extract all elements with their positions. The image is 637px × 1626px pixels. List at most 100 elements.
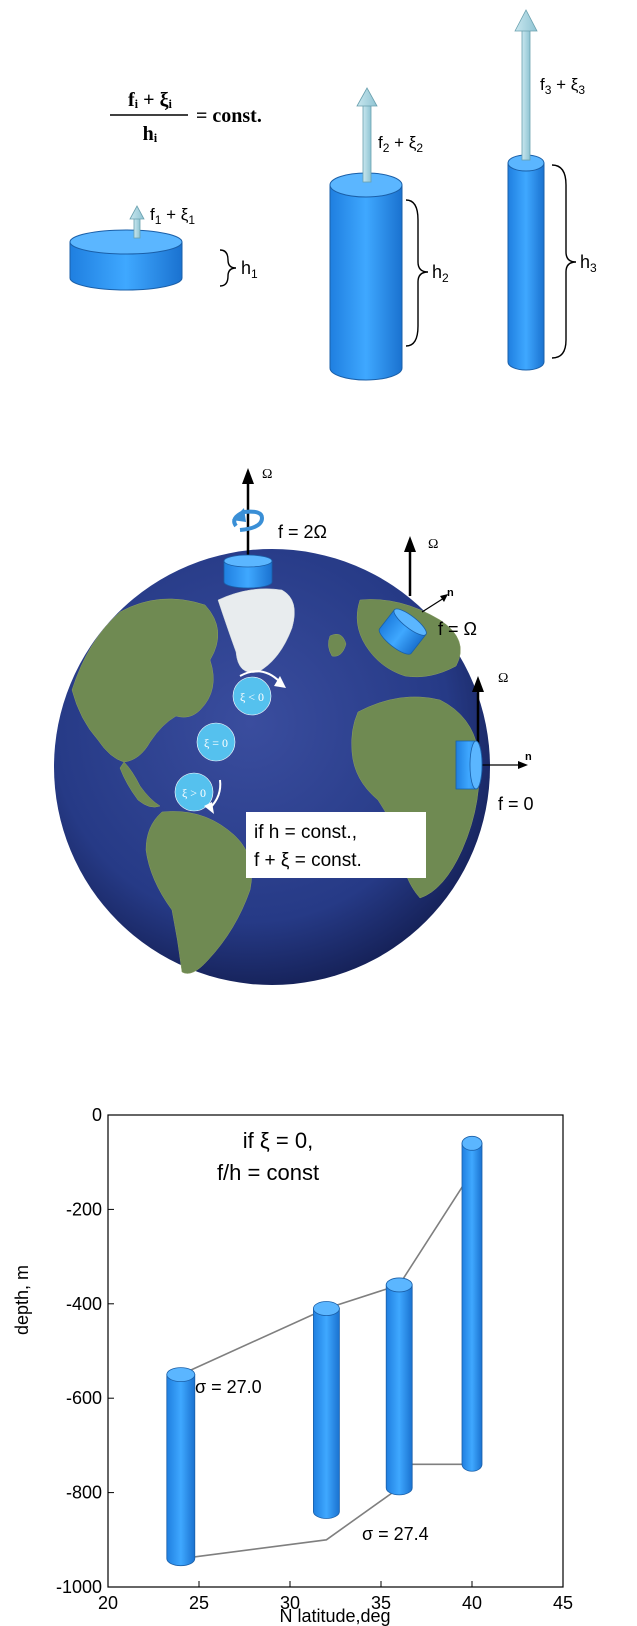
column-body (313, 1308, 340, 1519)
y-tick-label: -600 (66, 1388, 102, 1408)
disk-top (69, 229, 183, 255)
arrow-up-icon (472, 676, 484, 692)
arrow-up-icon (356, 87, 378, 183)
x-axis: 20 25 30 35 40 45 (98, 1581, 573, 1613)
column-1: f1 + ξ1 h1 (69, 205, 258, 291)
x-tick-label: 20 (98, 1593, 118, 1613)
tilted-cylinder (378, 608, 427, 655)
south-america (145, 811, 252, 974)
midlatitude-column: Ω n f = Ω (378, 536, 477, 655)
water-column (385, 1277, 413, 1496)
isopycnal-label-27-0: σ = 27.0 (195, 1377, 262, 1397)
y-axis: 0 -200 -400 -600 -800 -1000 (56, 1105, 114, 1597)
x-tick-label: 30 (280, 1593, 300, 1613)
column-body (385, 1284, 413, 1496)
height-label-2: h2 (432, 262, 449, 285)
height-brace (405, 199, 429, 347)
isopycnal-line (180, 1171, 473, 1376)
column-body (461, 1142, 483, 1472)
vortex-xi-positive: ξ > 0 (174, 772, 222, 814)
x-tick-label: 25 (189, 1593, 209, 1613)
equation-rhs: = const. (196, 105, 262, 127)
normal-vector (421, 597, 445, 613)
equation-denominator: hᵢ (143, 123, 158, 145)
omega-label-pole: Ω (262, 467, 272, 482)
arrow-up-icon (514, 9, 538, 161)
equator-column: Ω n f = 0 (455, 671, 534, 814)
disk-body (69, 241, 183, 291)
vortex-xi-negative: ξ < 0 (232, 670, 286, 716)
sideways-cylinder (455, 740, 483, 790)
f-equator-label: f = 0 (498, 794, 534, 814)
arrow-up-icon (129, 205, 145, 239)
pv-equation: fᵢ + ξᵢ hᵢ = const. (110, 89, 262, 145)
y-tick-label: -800 (66, 1483, 102, 1503)
f-pole-label: f = 2Ω (278, 522, 327, 542)
central-america (119, 761, 161, 808)
note-line-1: if h = const., (254, 822, 357, 843)
rotation-arrow-icon (232, 508, 265, 532)
continents (71, 588, 480, 974)
cylinder-body (507, 162, 545, 371)
y-tick-label: -400 (66, 1294, 102, 1314)
british-isles (328, 634, 347, 657)
panel-1-vortex-columns: fᵢ + ξᵢ hᵢ = const. f1 + ξ1 h1 (69, 9, 597, 381)
column-body (166, 1374, 196, 1567)
x-tick-label: 40 (462, 1593, 482, 1613)
xi-negative-label: ξ < 0 (240, 690, 264, 704)
vorticity-label-2: f2 + ξ2 (378, 133, 423, 155)
column-top (166, 1367, 196, 1382)
plot-frame (107, 1114, 564, 1588)
chart-annotation-line-2: f/h = const (217, 1160, 319, 1185)
f-mid-label: f = Ω (438, 619, 477, 639)
constant-h-note: if h = const., f + ξ = const. (246, 812, 426, 878)
height-label-3: h3 (580, 252, 597, 275)
normal-label-equator: n (525, 751, 532, 763)
column-3: f3 + ξ3 h3 (507, 9, 597, 371)
y-axis-label: depth, m (12, 1265, 32, 1335)
omega-label-equator: Ω (498, 671, 508, 686)
greenland (217, 588, 295, 673)
note-box (246, 812, 426, 878)
water-column (166, 1367, 196, 1567)
note-line-2: f + ξ = const. (254, 850, 362, 871)
column-top (312, 1301, 340, 1316)
arrow-up-icon (242, 468, 254, 484)
panel-3-depth-chart: 20 25 30 35 40 45 0 -200 -400 -600 -800 -1000 σ = … (12, 1105, 573, 1626)
column-top (385, 1277, 413, 1293)
column-marks (166, 1135, 483, 1567)
y-tick-label: -200 (66, 1199, 102, 1219)
cylinder-body (329, 184, 403, 381)
cylinder-body (223, 560, 273, 589)
xi-zero-label: ξ = 0 (204, 736, 228, 750)
panel-2-globe: ξ < 0 ξ = 0 ξ > 0 if h = const., f + ξ =… (54, 467, 534, 985)
y-tick-label: -1000 (56, 1577, 102, 1597)
chart-annotation-line-1: if ξ = 0, (243, 1128, 313, 1153)
rotation-arrow-icon (239, 670, 281, 683)
height-brace (219, 249, 237, 287)
cylinder-top (223, 554, 273, 568)
omega-label-mid: Ω (428, 537, 438, 552)
water-column (461, 1135, 483, 1472)
x-tick-label: 45 (553, 1593, 573, 1613)
vorticity-label-3: f3 + ξ3 (540, 75, 585, 97)
vortex-xi-zero: ξ = 0 (196, 722, 236, 762)
column-top (461, 1135, 483, 1151)
height-brace (551, 164, 577, 359)
normal-label-mid: n (447, 587, 454, 599)
pole-column: Ω f = 2Ω (223, 467, 327, 589)
xi-positive-label: ξ > 0 (182, 786, 206, 800)
africa (351, 696, 480, 899)
x-axis-label: N latitude,deg (279, 1606, 390, 1626)
isopycnal-label-27-4: σ = 27.4 (362, 1524, 429, 1544)
equation-numerator: fᵢ + ξᵢ (128, 89, 173, 111)
water-column (312, 1301, 340, 1519)
x-tick-label: 35 (371, 1593, 391, 1613)
column-2: f2 + ξ2 h2 (329, 87, 449, 381)
height-label-1: h1 (241, 258, 258, 281)
arrow-up-icon (404, 536, 416, 552)
y-tick-label: 0 (92, 1105, 102, 1125)
vorticity-label-1: f1 + ξ1 (150, 205, 195, 227)
north-america (71, 598, 219, 763)
